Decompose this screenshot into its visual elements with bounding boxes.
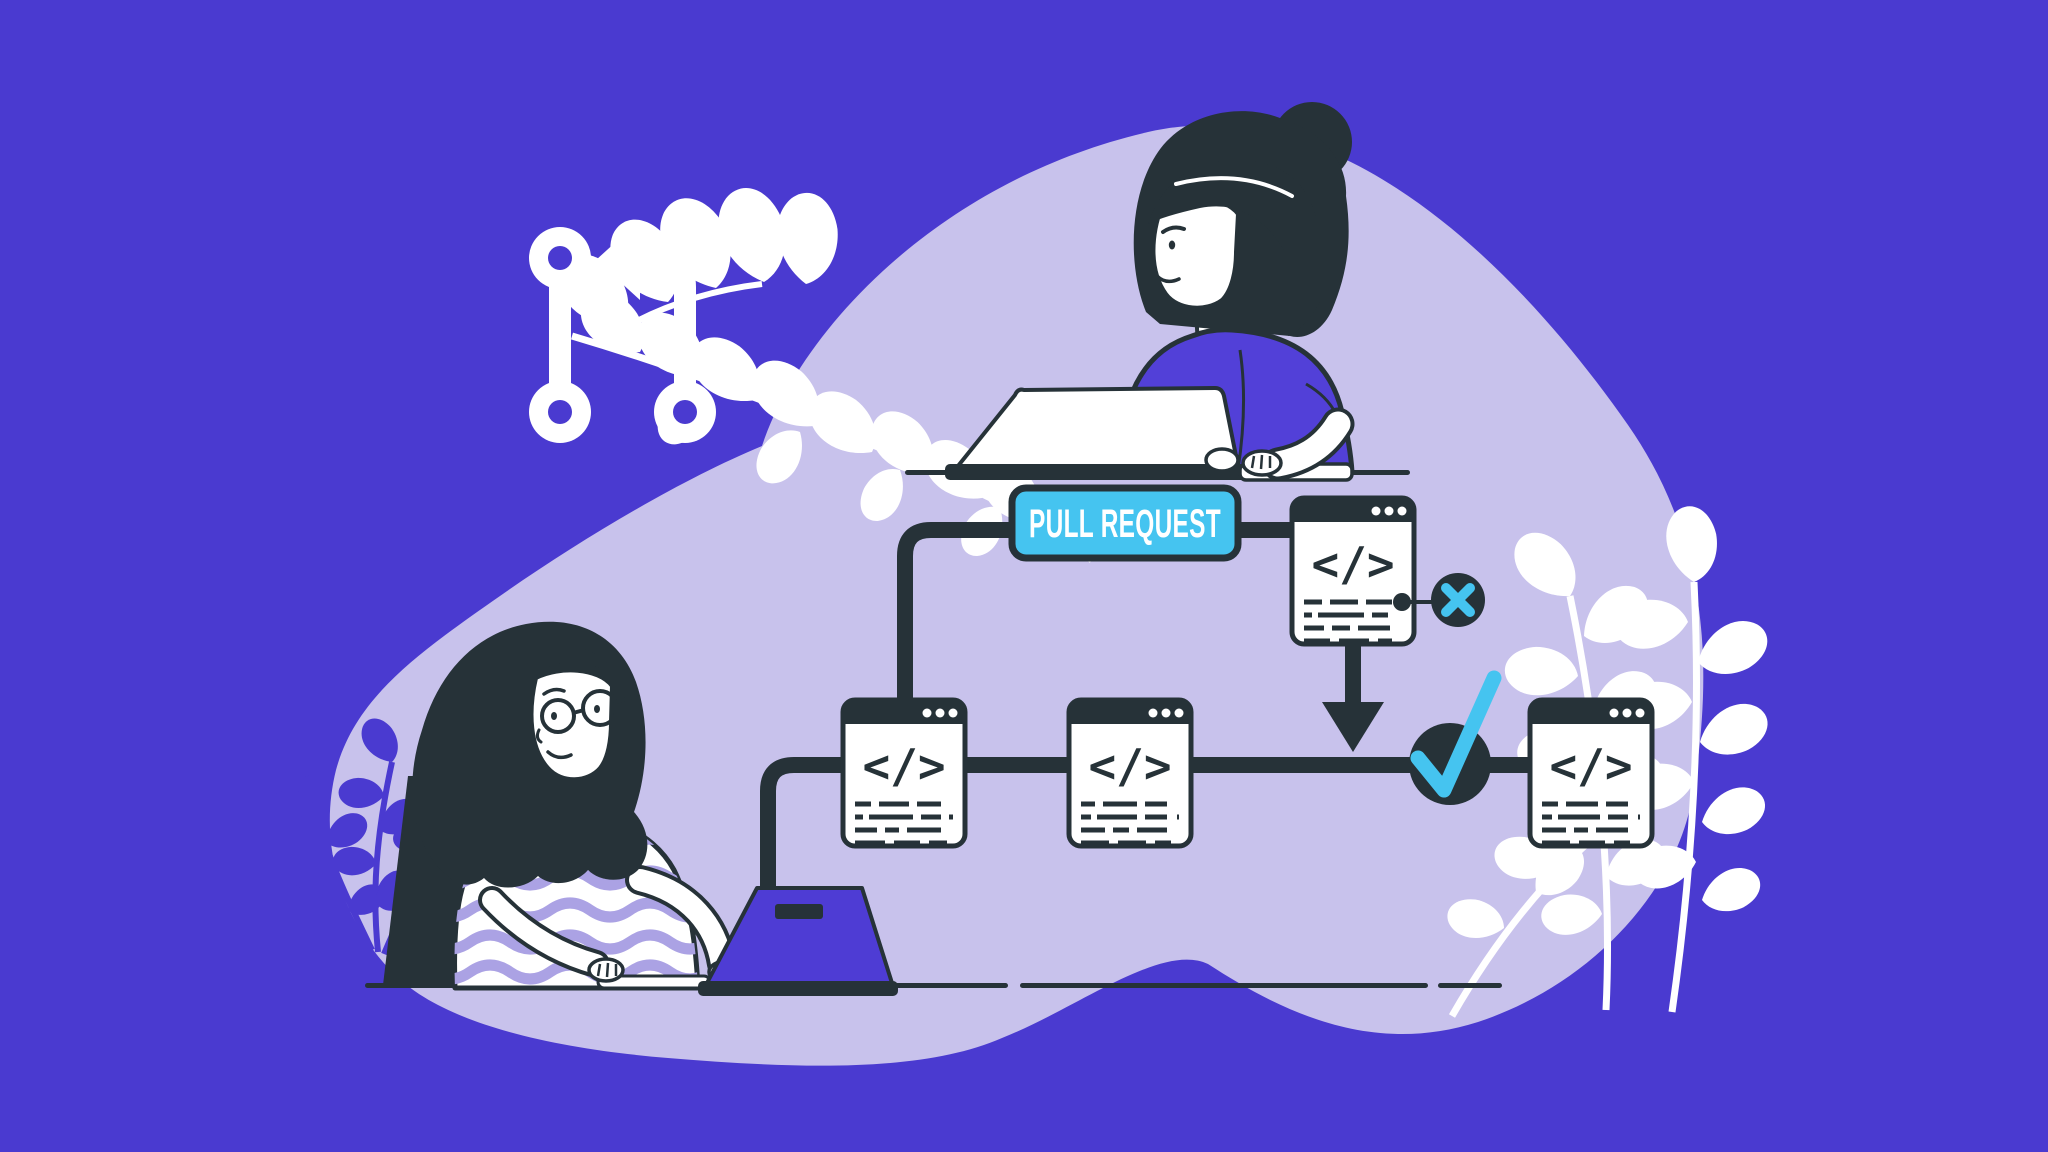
flow-line-main [760, 757, 1535, 892]
pull-request-badge-label: PULL REQUEST [1029, 502, 1221, 546]
merge-arrow-icon [1322, 645, 1384, 752]
code-file-node-1: </> [840, 697, 968, 849]
approve-check-icon [1409, 670, 1502, 805]
code-glyph: </> [1088, 739, 1171, 793]
laptop-top-white [945, 386, 1354, 482]
person-top [905, 102, 1410, 482]
pull-request-flow: PULL REQUEST </> </> [760, 484, 1655, 892]
glasses [540, 689, 637, 734]
code-file-node-3: </> [1289, 495, 1417, 647]
git-pull-request-icon [529, 220, 716, 443]
background-blob [329, 125, 1704, 1066]
flow-line-left [897, 522, 1012, 702]
person-bottom [365, 621, 1502, 996]
code-file-node-4: </> [1527, 697, 1655, 849]
code-glyph: </> [1549, 739, 1632, 793]
reject-x-icon [1393, 573, 1485, 627]
person-bottom-hand-left [587, 957, 625, 983]
laptop-bottom-purple [698, 886, 898, 996]
code-glyph: </> [862, 739, 945, 793]
person-top-head [1133, 102, 1352, 337]
person-top-hand-left [1204, 447, 1240, 473]
code-glyph: </> [1311, 537, 1394, 591]
pull-request-badge: PULL REQUEST [1008, 484, 1242, 562]
person-bottom-head [412, 621, 648, 888]
code-file-node-2: </> [1066, 697, 1194, 849]
